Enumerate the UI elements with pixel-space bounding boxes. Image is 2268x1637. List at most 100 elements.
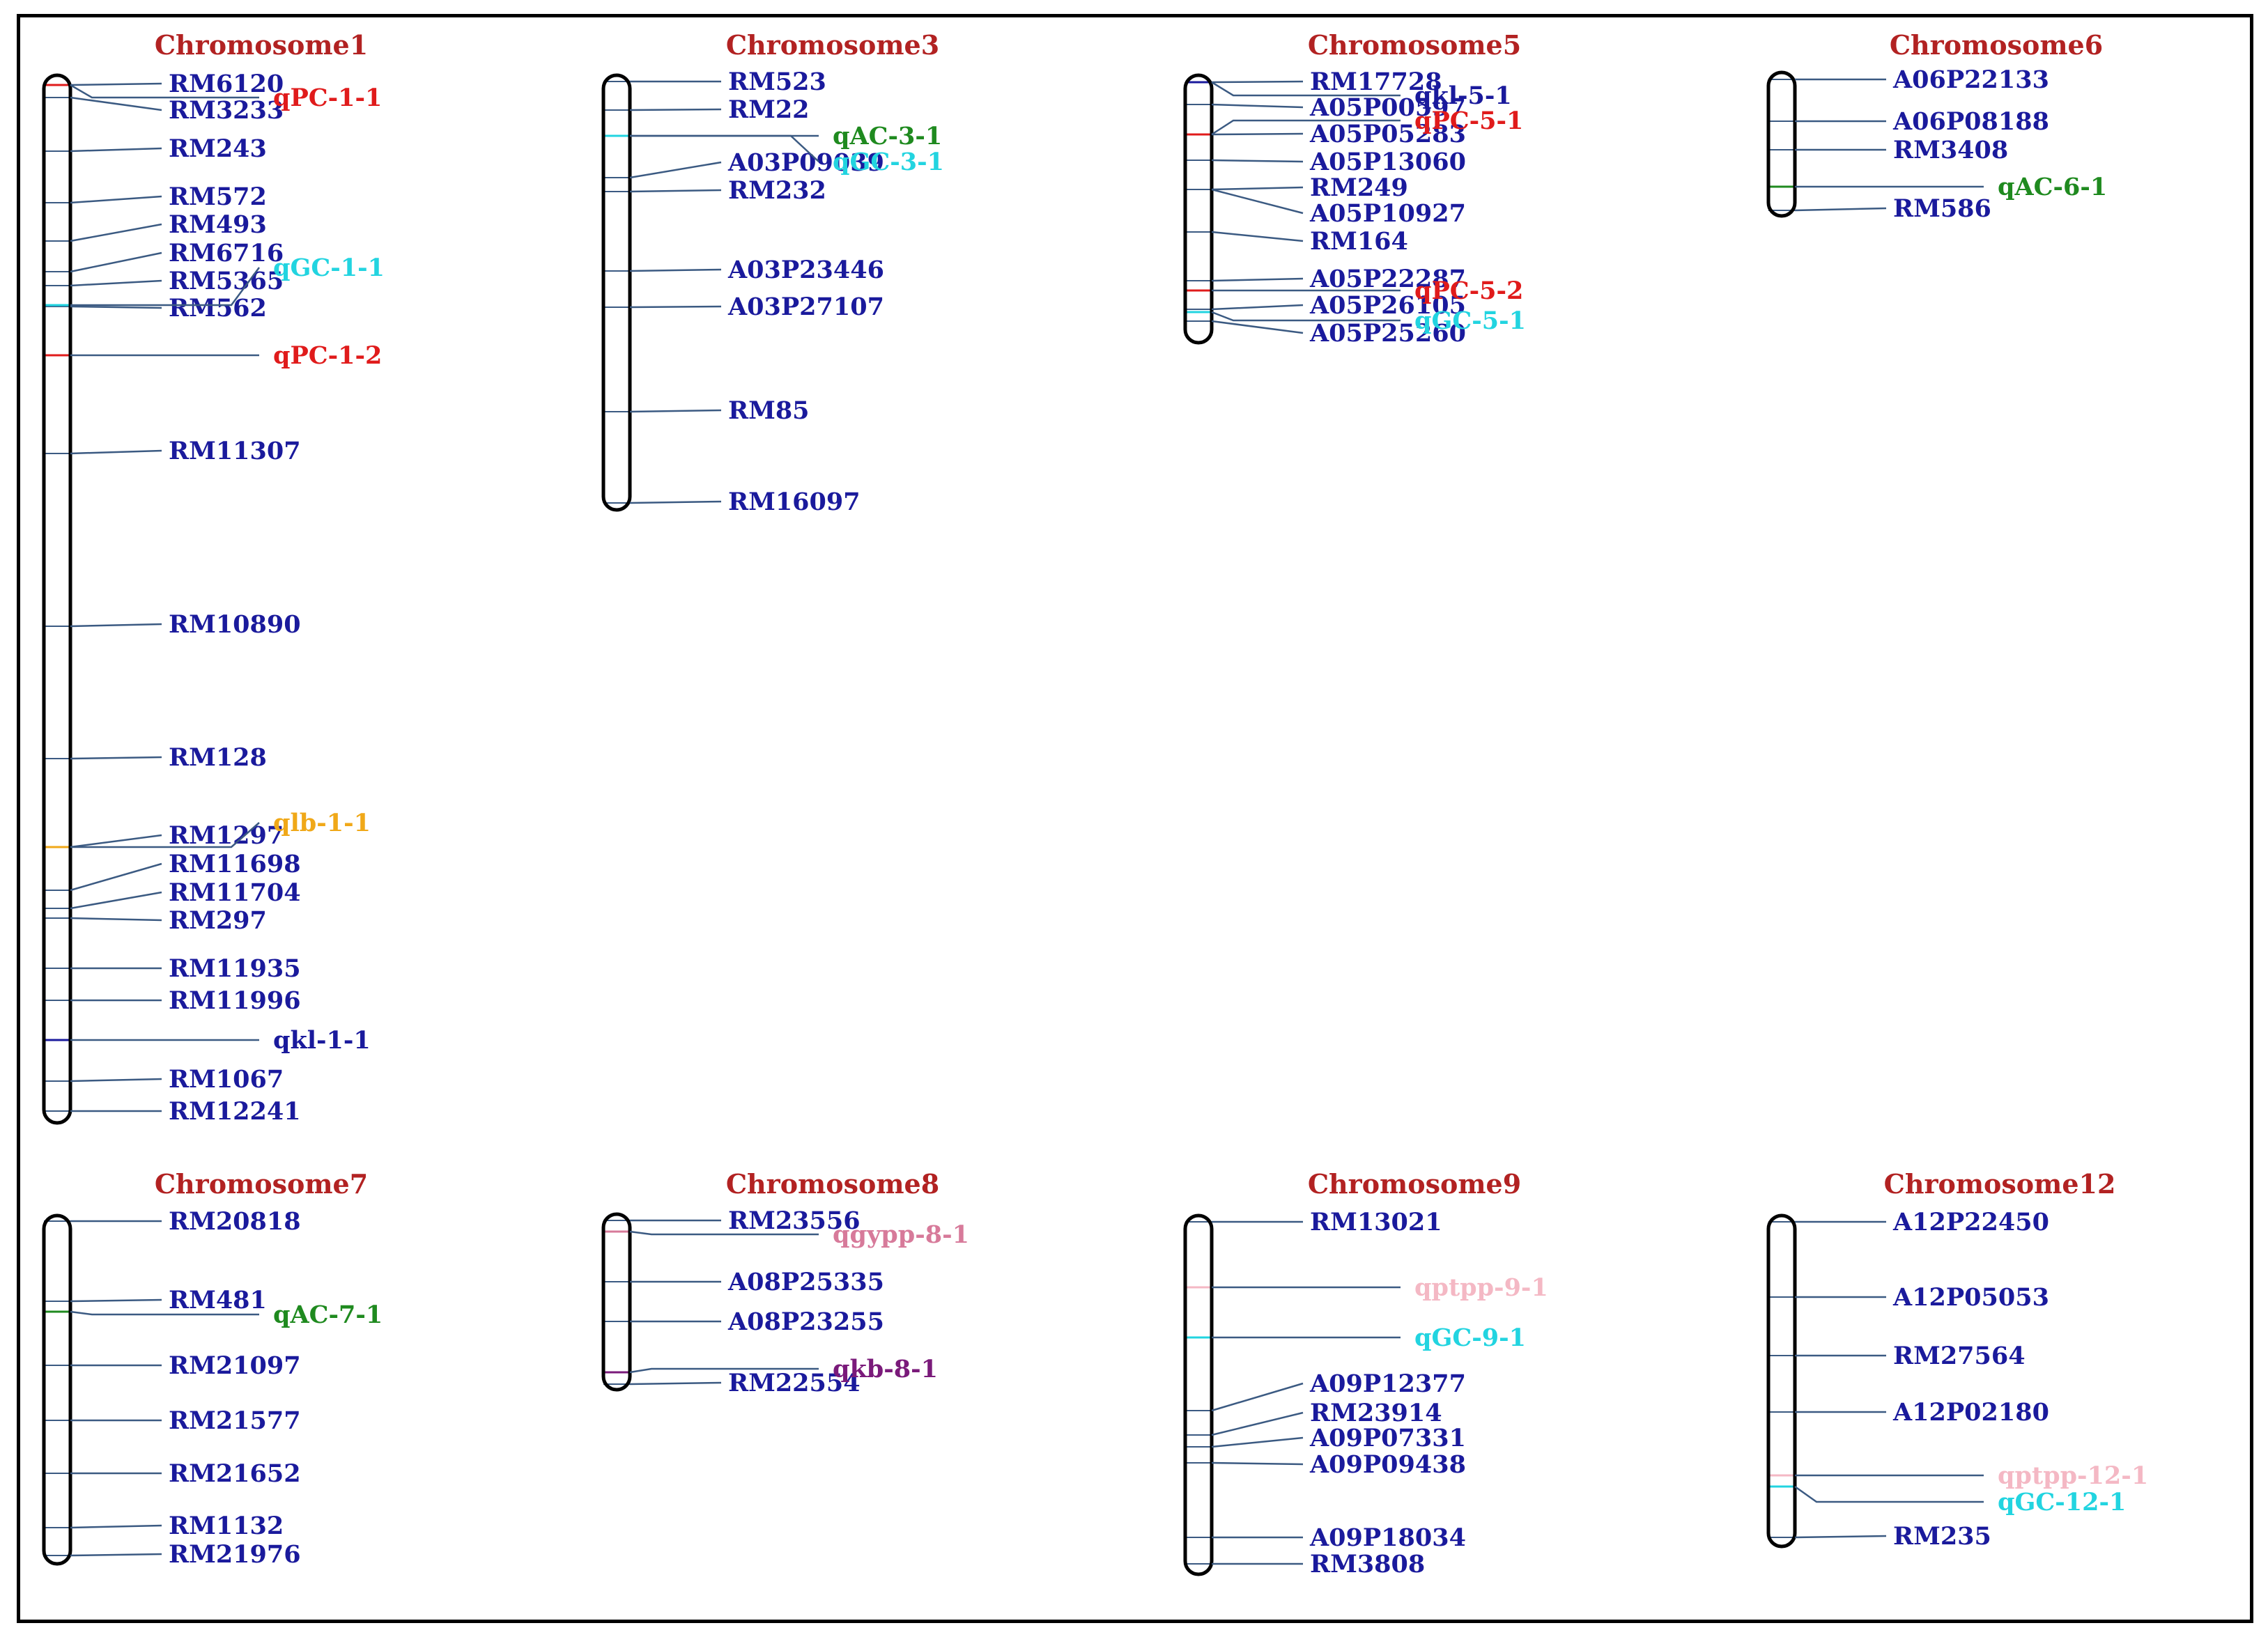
marker-label: RM1067	[169, 1065, 284, 1094]
marker-label: RM3408	[1893, 136, 2008, 164]
qtl-connector	[70, 1310, 259, 1316]
chromosome-bar	[1766, 1213, 1797, 1549]
qtl-label: qkb-8-1	[833, 1355, 938, 1383]
qtl-label: qkl-5-1	[1414, 82, 1512, 110]
marker-connector	[629, 189, 722, 193]
chromosome-title: Chromosome1	[155, 29, 368, 61]
qtl-label: qptpp-9-1	[1414, 1273, 1548, 1302]
chromosome-bar	[42, 1213, 72, 1566]
marker-label: A12P02180	[1892, 1398, 2049, 1427]
marker-connector	[70, 891, 162, 910]
marker-connector	[70, 623, 162, 628]
qtl-connector	[629, 1230, 819, 1236]
marker-connector	[70, 195, 162, 204]
marker-connector	[70, 917, 162, 922]
marker-connector	[70, 251, 162, 273]
marker-connector	[70, 1553, 162, 1557]
chromosome-bar	[1183, 1213, 1214, 1576]
marker-label: RM11935	[169, 954, 301, 983]
marker-connector	[1211, 1411, 1304, 1436]
marker-label: RM22	[728, 95, 810, 124]
chromosome-bar	[601, 73, 632, 512]
qtl-label: qgypp-8-1	[833, 1220, 969, 1249]
qtl-connector	[70, 267, 261, 307]
chromosome-bar	[601, 1212, 632, 1392]
marker-connector	[70, 96, 162, 111]
marker-label: RM23914	[1310, 1399, 1442, 1427]
qtl-label: qkl-1-1	[273, 1026, 371, 1055]
marker-connector	[70, 279, 162, 287]
marker-label: RM11996	[169, 986, 301, 1015]
marker-label: RM10890	[169, 610, 301, 639]
qtl-connector	[1211, 119, 1401, 136]
marker-label: A05P26105	[1309, 291, 1466, 320]
marker-label: RM11704	[169, 878, 301, 907]
marker-connector	[70, 1298, 162, 1303]
qtl-label: qGC-12-1	[1998, 1488, 2126, 1516]
marker-label: RM235	[1893, 1522, 1991, 1551]
qtl-label: qptpp-12-1	[1998, 1461, 2148, 1490]
qtl-label: qGC-5-1	[1414, 307, 1526, 335]
marker-label: RM21976	[169, 1540, 301, 1569]
qtl-connector	[629, 1367, 819, 1374]
marker-label: RM11307	[169, 437, 301, 465]
marker-connector	[1211, 1382, 1304, 1412]
chromosome-title: Chromosome7	[155, 1168, 368, 1200]
qtl-label: qGC-9-1	[1414, 1324, 1526, 1352]
marker-connector	[629, 161, 722, 179]
chromosome-bar	[42, 73, 72, 1125]
marker-label: RM523	[728, 68, 826, 96]
marker-label: A05P22287	[1309, 265, 1466, 293]
marker-label: RM21652	[169, 1459, 301, 1488]
marker-label: A09P18034	[1309, 1523, 1466, 1552]
chromosome-title: Chromosome9	[1308, 1168, 1521, 1200]
marker-label: RM128	[169, 743, 267, 772]
marker-connector	[629, 1381, 722, 1386]
marker-connector	[70, 82, 162, 86]
marker-label: A05P13060	[1309, 148, 1466, 176]
qtl-connector	[1211, 81, 1401, 97]
marker-connector	[1211, 304, 1304, 311]
marker-label: RM11698	[169, 850, 301, 878]
marker-label: A03P23446	[727, 256, 884, 284]
marker-connector	[1794, 1535, 1887, 1539]
marker-label: A12P05053	[1892, 1283, 2049, 1312]
marker-label: RM1132	[169, 1512, 284, 1540]
figure-frame	[17, 14, 2253, 1623]
chromosome-title: Chromosome5	[1308, 29, 1521, 61]
marker-label: RM232	[728, 176, 826, 205]
marker-label: A05P00597	[1309, 93, 1466, 122]
marker-connector	[70, 147, 162, 153]
marker-label: A06P22133	[1892, 65, 2049, 94]
marker-label: A05P10927	[1309, 199, 1466, 228]
marker-connector	[1211, 1461, 1304, 1466]
marker-label: RM164	[1310, 227, 1408, 256]
marker-label: RM6120	[169, 70, 284, 98]
chromosome-title: Chromosome8	[726, 1168, 939, 1200]
qtl-connector	[70, 84, 259, 99]
marker-label: RM249	[1310, 173, 1408, 202]
marker-connector	[629, 108, 722, 111]
qtl-label: qAC-7-1	[273, 1301, 383, 1329]
chromosome-bar	[1183, 73, 1214, 345]
marker-label: A09P12377	[1309, 1370, 1466, 1398]
marker-connector	[70, 862, 162, 892]
marker-label: RM3808	[1310, 1550, 1425, 1578]
marker-label: A09P09438	[1309, 1450, 1466, 1479]
marker-label: RM21097	[169, 1351, 301, 1380]
marker-connector	[1794, 207, 1887, 212]
marker-label: RM586	[1893, 194, 1991, 223]
qtl-label: qPC-5-1	[1414, 107, 1523, 135]
marker-label: RM572	[169, 183, 267, 211]
marker-connector	[1211, 320, 1304, 334]
marker-connector	[1211, 231, 1304, 242]
marker-connector	[70, 1078, 162, 1083]
marker-connector	[1211, 186, 1304, 191]
marker-label: RM481	[169, 1286, 267, 1314]
marker-label: RM16097	[728, 488, 861, 516]
marker-label: RM3233	[169, 96, 284, 125]
chromosome-bar	[1766, 70, 1797, 218]
marker-connector	[70, 834, 162, 848]
marker-label: RM17728	[1310, 68, 1442, 96]
